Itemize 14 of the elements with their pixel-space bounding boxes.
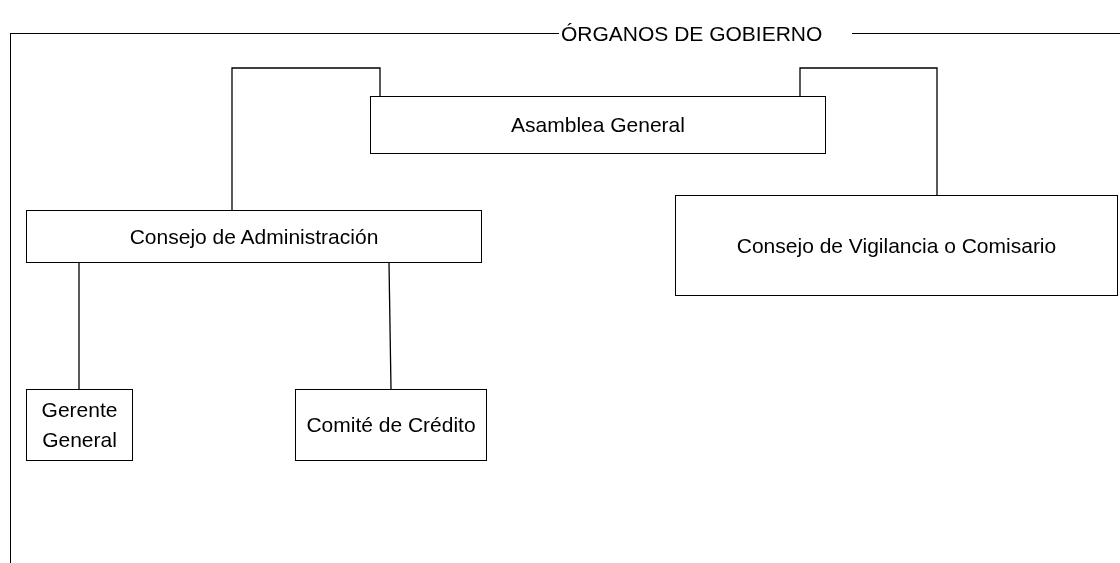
connector-line — [799, 67, 938, 196]
box-label: Asamblea General — [511, 112, 685, 138]
box-label: Consejo de Vigilancia o Comisario — [736, 232, 1057, 259]
org-box — [295, 389, 487, 461]
connector-line — [231, 67, 381, 211]
box-label: Gerente General — [40, 397, 119, 453]
connector-line — [388, 262, 392, 390]
org-box — [26, 389, 133, 461]
box-label: Consejo de Administración — [129, 223, 379, 250]
box-label: Comité de Crédito — [306, 412, 476, 438]
connector-line — [78, 262, 80, 390]
org-box — [26, 210, 482, 263]
org-box — [675, 195, 1118, 296]
org-box — [370, 96, 826, 154]
